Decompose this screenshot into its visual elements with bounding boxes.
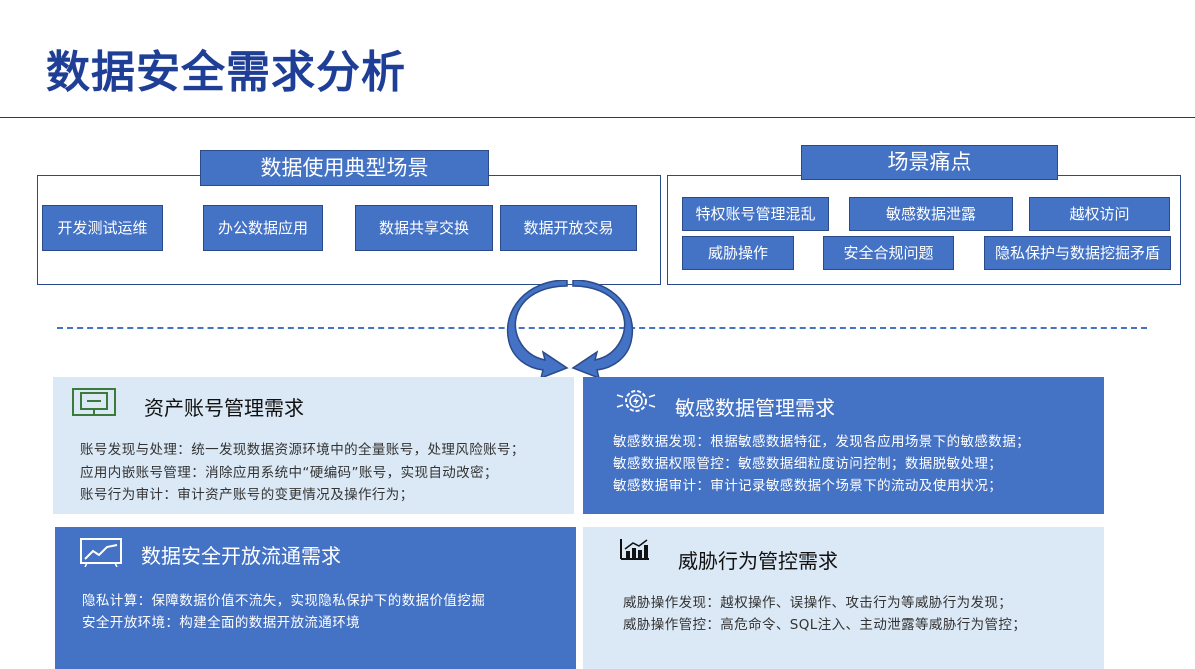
threat-line-1: 威胁操作发现：越权操作、误操作、攻击行为等威胁行为发现； (623, 595, 1013, 611)
asset-line-2: 应用内嵌账号管理：消除应用系统中“硬编码”账号，实现自动改密； (80, 465, 498, 481)
pain-chip-data-leak: 敏感数据泄露 (849, 197, 1013, 231)
title-divider (0, 117, 1195, 118)
trend-chart-icon (80, 538, 122, 567)
pain-chip-compliance: 安全合规问题 (823, 236, 954, 270)
scenario-chip-trading: 数据开放交易 (500, 205, 637, 251)
threat-control-panel: 威胁行为管控需求 威胁操作发现：越权操作、误操作、攻击行为等威胁行为发现； 威胁… (583, 527, 1104, 669)
asset-line-3: 账号行为审计：审计资产账号的变更情况及操作行为； (80, 487, 414, 503)
scenario-chip-sharing: 数据共享交换 (355, 205, 493, 251)
asset-line-1: 账号发现与处理：统一发现数据资源环境中的全量账号，处理风险账号； (80, 442, 525, 458)
pain-chip-privacy-mining: 隐私保护与数据挖掘矛盾 (984, 236, 1171, 270)
cycle-arrows-icon (506, 280, 634, 380)
gear-lightning-icon (616, 390, 656, 412)
open-line-2: 安全开放环境：构建全面的数据开放流通环境 (82, 615, 360, 631)
sensitive-line-2: 敏感数据权限管控：敏感数据细粒度访问控制；数据脱敏处理； (613, 456, 1003, 472)
threat-line-2: 威胁操作管控：高危命令、SQL注入、主动泄露等威胁行为管控； (623, 617, 1027, 633)
open-panel-title: 数据安全开放流通需求 (141, 544, 341, 568)
open-line-1: 隐私计算：保障数据价值不流失，实现隐私保护下的数据价值挖掘 (82, 593, 486, 609)
bar-chart-icon (620, 539, 649, 560)
sensitive-line-3: 敏感数据审计：审计记录敏感数据个场景下的流动及使用状况； (613, 478, 1003, 494)
section-divider (57, 327, 1147, 329)
asset-account-panel: 资产账号管理需求 账号发现与处理：统一发现数据资源环境中的全量账号，处理风险账号… (53, 377, 574, 514)
scenarios-header: 数据使用典型场景 (200, 150, 489, 186)
pain-chip-unauthorized-access: 越权访问 (1029, 197, 1170, 231)
monitor-icon (72, 388, 116, 416)
sensitive-line-1: 敏感数据发现：根据敏感数据特征，发现各应用场景下的敏感数据； (613, 434, 1030, 450)
open-circulation-panel: 数据安全开放流通需求 隐私计算：保障数据价值不流失，实现隐私保护下的数据价值挖掘… (55, 527, 576, 669)
scenario-chip-office: 办公数据应用 (203, 205, 323, 251)
pain-points-header: 场景痛点 (801, 145, 1058, 180)
asset-panel-title: 资产账号管理需求 (144, 396, 304, 420)
sensitive-panel-title: 敏感数据管理需求 (675, 396, 835, 420)
threat-panel-title: 威胁行为管控需求 (678, 549, 838, 573)
sensitive-data-panel: 敏感数据管理需求 敏感数据发现：根据敏感数据特征，发现各应用场景下的敏感数据； … (583, 377, 1104, 514)
scenario-chip-dev-ops: 开发测试运维 (42, 205, 163, 251)
page-title: 数据安全需求分析 (46, 47, 406, 98)
pain-chip-threat-operation: 威胁操作 (682, 236, 794, 270)
pain-chip-privileged-account: 特权账号管理混乱 (682, 197, 829, 231)
